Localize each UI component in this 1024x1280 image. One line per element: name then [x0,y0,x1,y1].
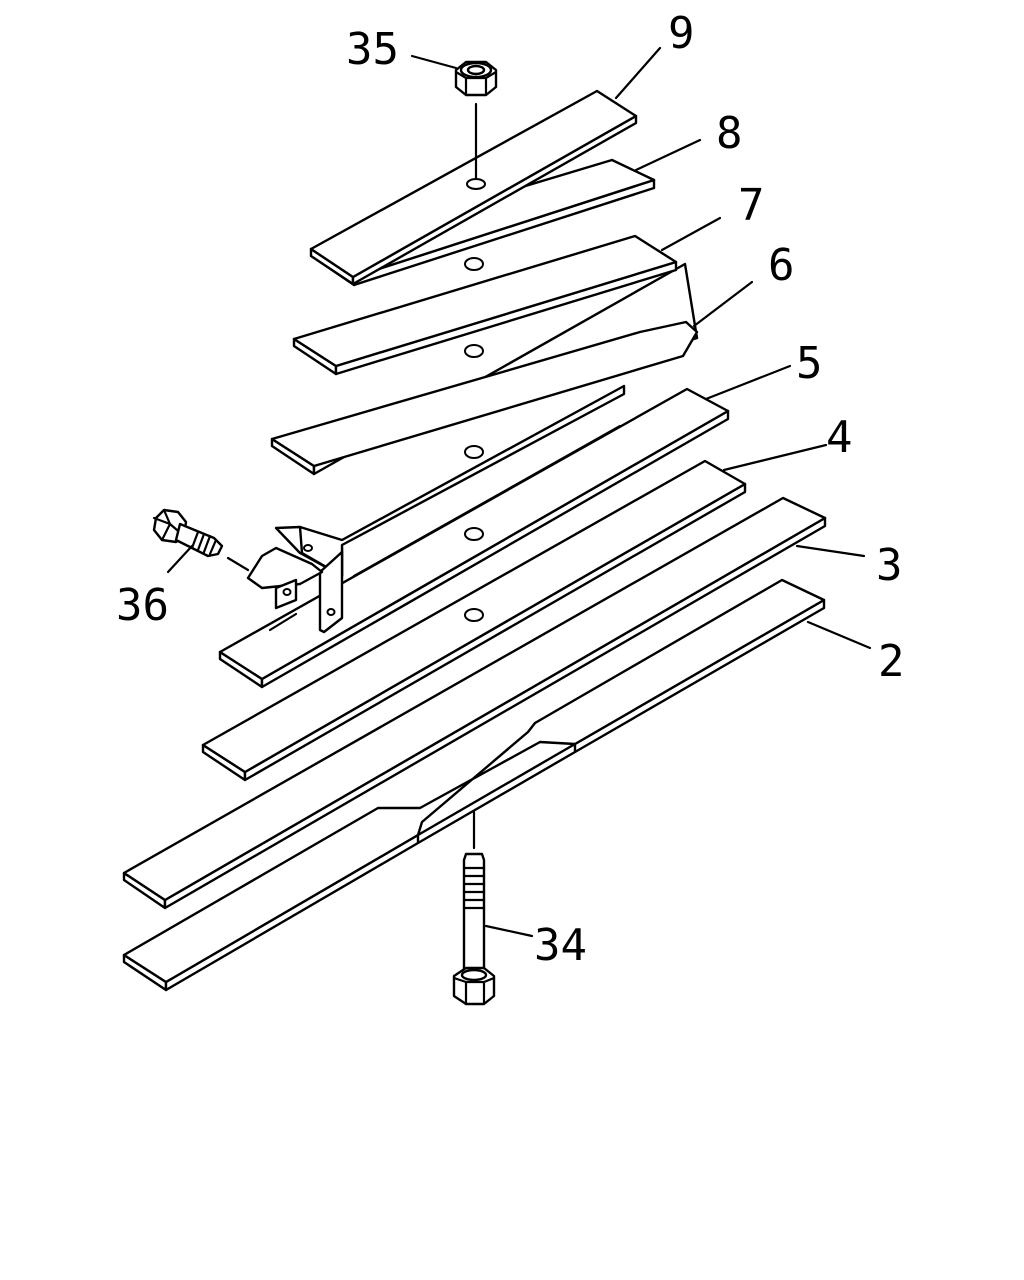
callout-36: 36 [116,580,169,631]
leader-34 [484,924,534,938]
leader-5 [704,364,792,401]
part-3-leaf [122,496,827,910]
callout-35: 35 [346,24,399,75]
part-35-nut [454,60,498,97]
callout-8: 8 [716,108,743,159]
leader-6 [692,280,754,328]
callout-3: 3 [876,540,903,591]
part-7-bolt-hole [464,344,484,358]
part-4-leaf [201,459,747,782]
part-36-bolt [152,508,250,572]
leader-8 [634,138,702,172]
part-2-leaf [122,578,826,992]
leader-9 [614,46,662,100]
part-6-leaf [270,262,699,476]
part-6-bolt-hole [464,445,484,459]
leader-35 [410,54,458,70]
part-34-center-bolt [452,810,496,1006]
callout-34: 34 [534,920,587,971]
leader-2 [806,620,872,650]
leader-3 [795,544,866,558]
part-5-leaf [218,387,730,689]
callout-5: 5 [796,338,823,389]
part-4-bolt-hole [464,608,484,622]
leader-34-upper [352,424,622,578]
part-5-bolt-hole [464,527,484,541]
leader-36 [166,544,194,574]
leader-4 [722,443,828,472]
leader-bracket-lower [268,612,298,632]
part-8-bolt-hole [464,257,484,271]
callout-9: 9 [668,8,695,59]
leader-7 [660,216,722,252]
leader-lines [166,46,872,938]
callout-4: 4 [826,412,853,463]
part-9-bolt-hole [466,178,486,190]
part-7-leaf [292,234,678,376]
spring-clip-bracket [246,384,626,634]
callout-6: 6 [768,240,795,291]
part-9-leaf-vis [309,89,638,286]
callout-7: 7 [738,180,765,231]
callout-2: 2 [878,636,905,687]
